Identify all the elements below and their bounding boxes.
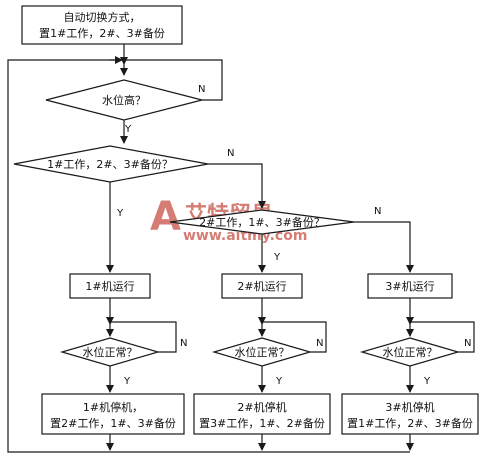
label-yes: Y	[275, 376, 283, 387]
run-unit3-box	[367, 273, 453, 299]
decision-normal-unit2-text: 水位正常？	[235, 345, 290, 359]
stop-unit1-line2: 置2#工作，1#、3#备份	[50, 416, 176, 430]
edge-unit2-no	[354, 221, 414, 273]
stop-unit2-box	[193, 393, 331, 435]
label-no: N	[227, 148, 234, 159]
stop-unit2-line1: 2#机停机	[237, 400, 286, 414]
decision-level-high-text: 水位高？	[102, 93, 146, 107]
edge-normal1-no	[110, 321, 177, 353]
decision-normal-unit1-text: 水位正常？	[83, 345, 138, 359]
edge-normal3-no	[410, 321, 475, 353]
label-yes: Y	[116, 208, 124, 219]
label-yes: Y	[423, 376, 431, 387]
label-yes: Y	[124, 124, 132, 135]
run-unit3-text: 3#机运行	[385, 279, 434, 293]
decision-unit1-text: 1#工作，2#、3#备份？	[47, 157, 173, 171]
stop-unit3-box	[341, 393, 479, 435]
start-text-line1: 自动切换方式，	[64, 10, 141, 24]
label-no: N	[374, 206, 381, 217]
watermark-logo: A	[150, 194, 181, 240]
label-yes: Y	[273, 252, 281, 263]
start-text-line2: 置1#工作，2#、3#备份	[39, 26, 165, 40]
run-unit2-box	[221, 273, 303, 299]
edge-normal2-no	[262, 321, 327, 353]
stop-unit3-line1: 3#机停机	[385, 400, 434, 414]
label-yes: Y	[123, 376, 131, 387]
stop-unit2-line2: 置3#工作，1#、2#备份	[199, 416, 325, 430]
label-no: N	[464, 338, 471, 349]
run-unit2-text: 2#机运行	[237, 279, 286, 293]
stop-unit1-line1: 1#机停机，	[83, 400, 143, 414]
label-no: N	[316, 338, 323, 349]
decision-normal-unit3-text: 水位正常？	[383, 345, 438, 359]
label-no: N	[198, 84, 205, 95]
edge-level-high-no	[124, 59, 223, 101]
run-unit1-text: 1#机运行	[85, 279, 134, 293]
edge-return-loop	[7, 59, 410, 453]
edge-unit1-no	[208, 163, 266, 209]
label-no: N	[180, 338, 187, 349]
decision-unit2-text: 2#工作，1#、3#备份？	[199, 215, 325, 229]
stop-unit1-box	[41, 393, 185, 435]
stop-unit3-line2: 置1#工作，2#、3#备份	[347, 416, 473, 430]
start-box	[21, 5, 183, 45]
